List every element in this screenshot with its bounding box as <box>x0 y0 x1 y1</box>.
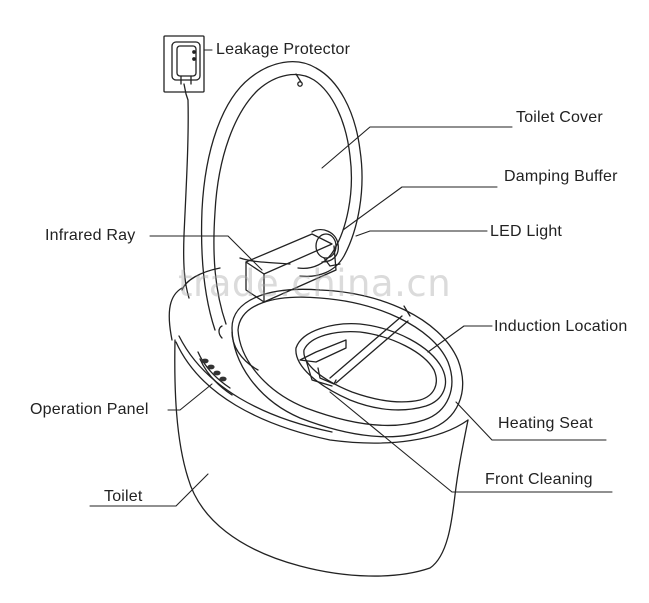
leader-damping-buffer <box>342 186 498 231</box>
operation-panel-icon <box>197 351 233 396</box>
label-led-light: LED Light <box>490 223 563 240</box>
toilet-lid <box>200 61 363 339</box>
leader-infrared-ray <box>149 235 263 271</box>
leader-led-light <box>355 230 488 237</box>
label-toilet-cover: Toilet Cover <box>516 109 603 126</box>
front-cleaning-nozzle <box>299 305 411 387</box>
power-plug-icon <box>163 35 205 93</box>
leader-toilet-cover <box>321 126 513 169</box>
label-operation-panel: Operation Panel <box>30 401 149 418</box>
label-front-cleaning: Front Cleaning <box>485 471 593 488</box>
label-damping-buffer: Damping Buffer <box>504 168 618 185</box>
heating-seat-shape <box>231 288 464 438</box>
label-heating-seat: Heating Seat <box>498 415 593 432</box>
power-cord <box>183 83 190 299</box>
watermark: trade.china.cn <box>178 262 452 305</box>
label-toilet: Toilet <box>104 488 143 505</box>
leader-heating-seat <box>455 401 607 441</box>
leader-induction-location <box>427 325 493 353</box>
leader-operation-panel <box>167 383 213 411</box>
leader-front-cleaning <box>329 391 613 493</box>
leader-lines <box>89 49 613 507</box>
leader-toilet <box>89 473 209 507</box>
label-leakage-protector: Leakage Protector <box>216 41 351 58</box>
toilet-body <box>168 287 469 577</box>
label-induction-location: Induction Location <box>494 318 628 335</box>
label-infrared-ray: Infrared Ray <box>45 227 136 244</box>
